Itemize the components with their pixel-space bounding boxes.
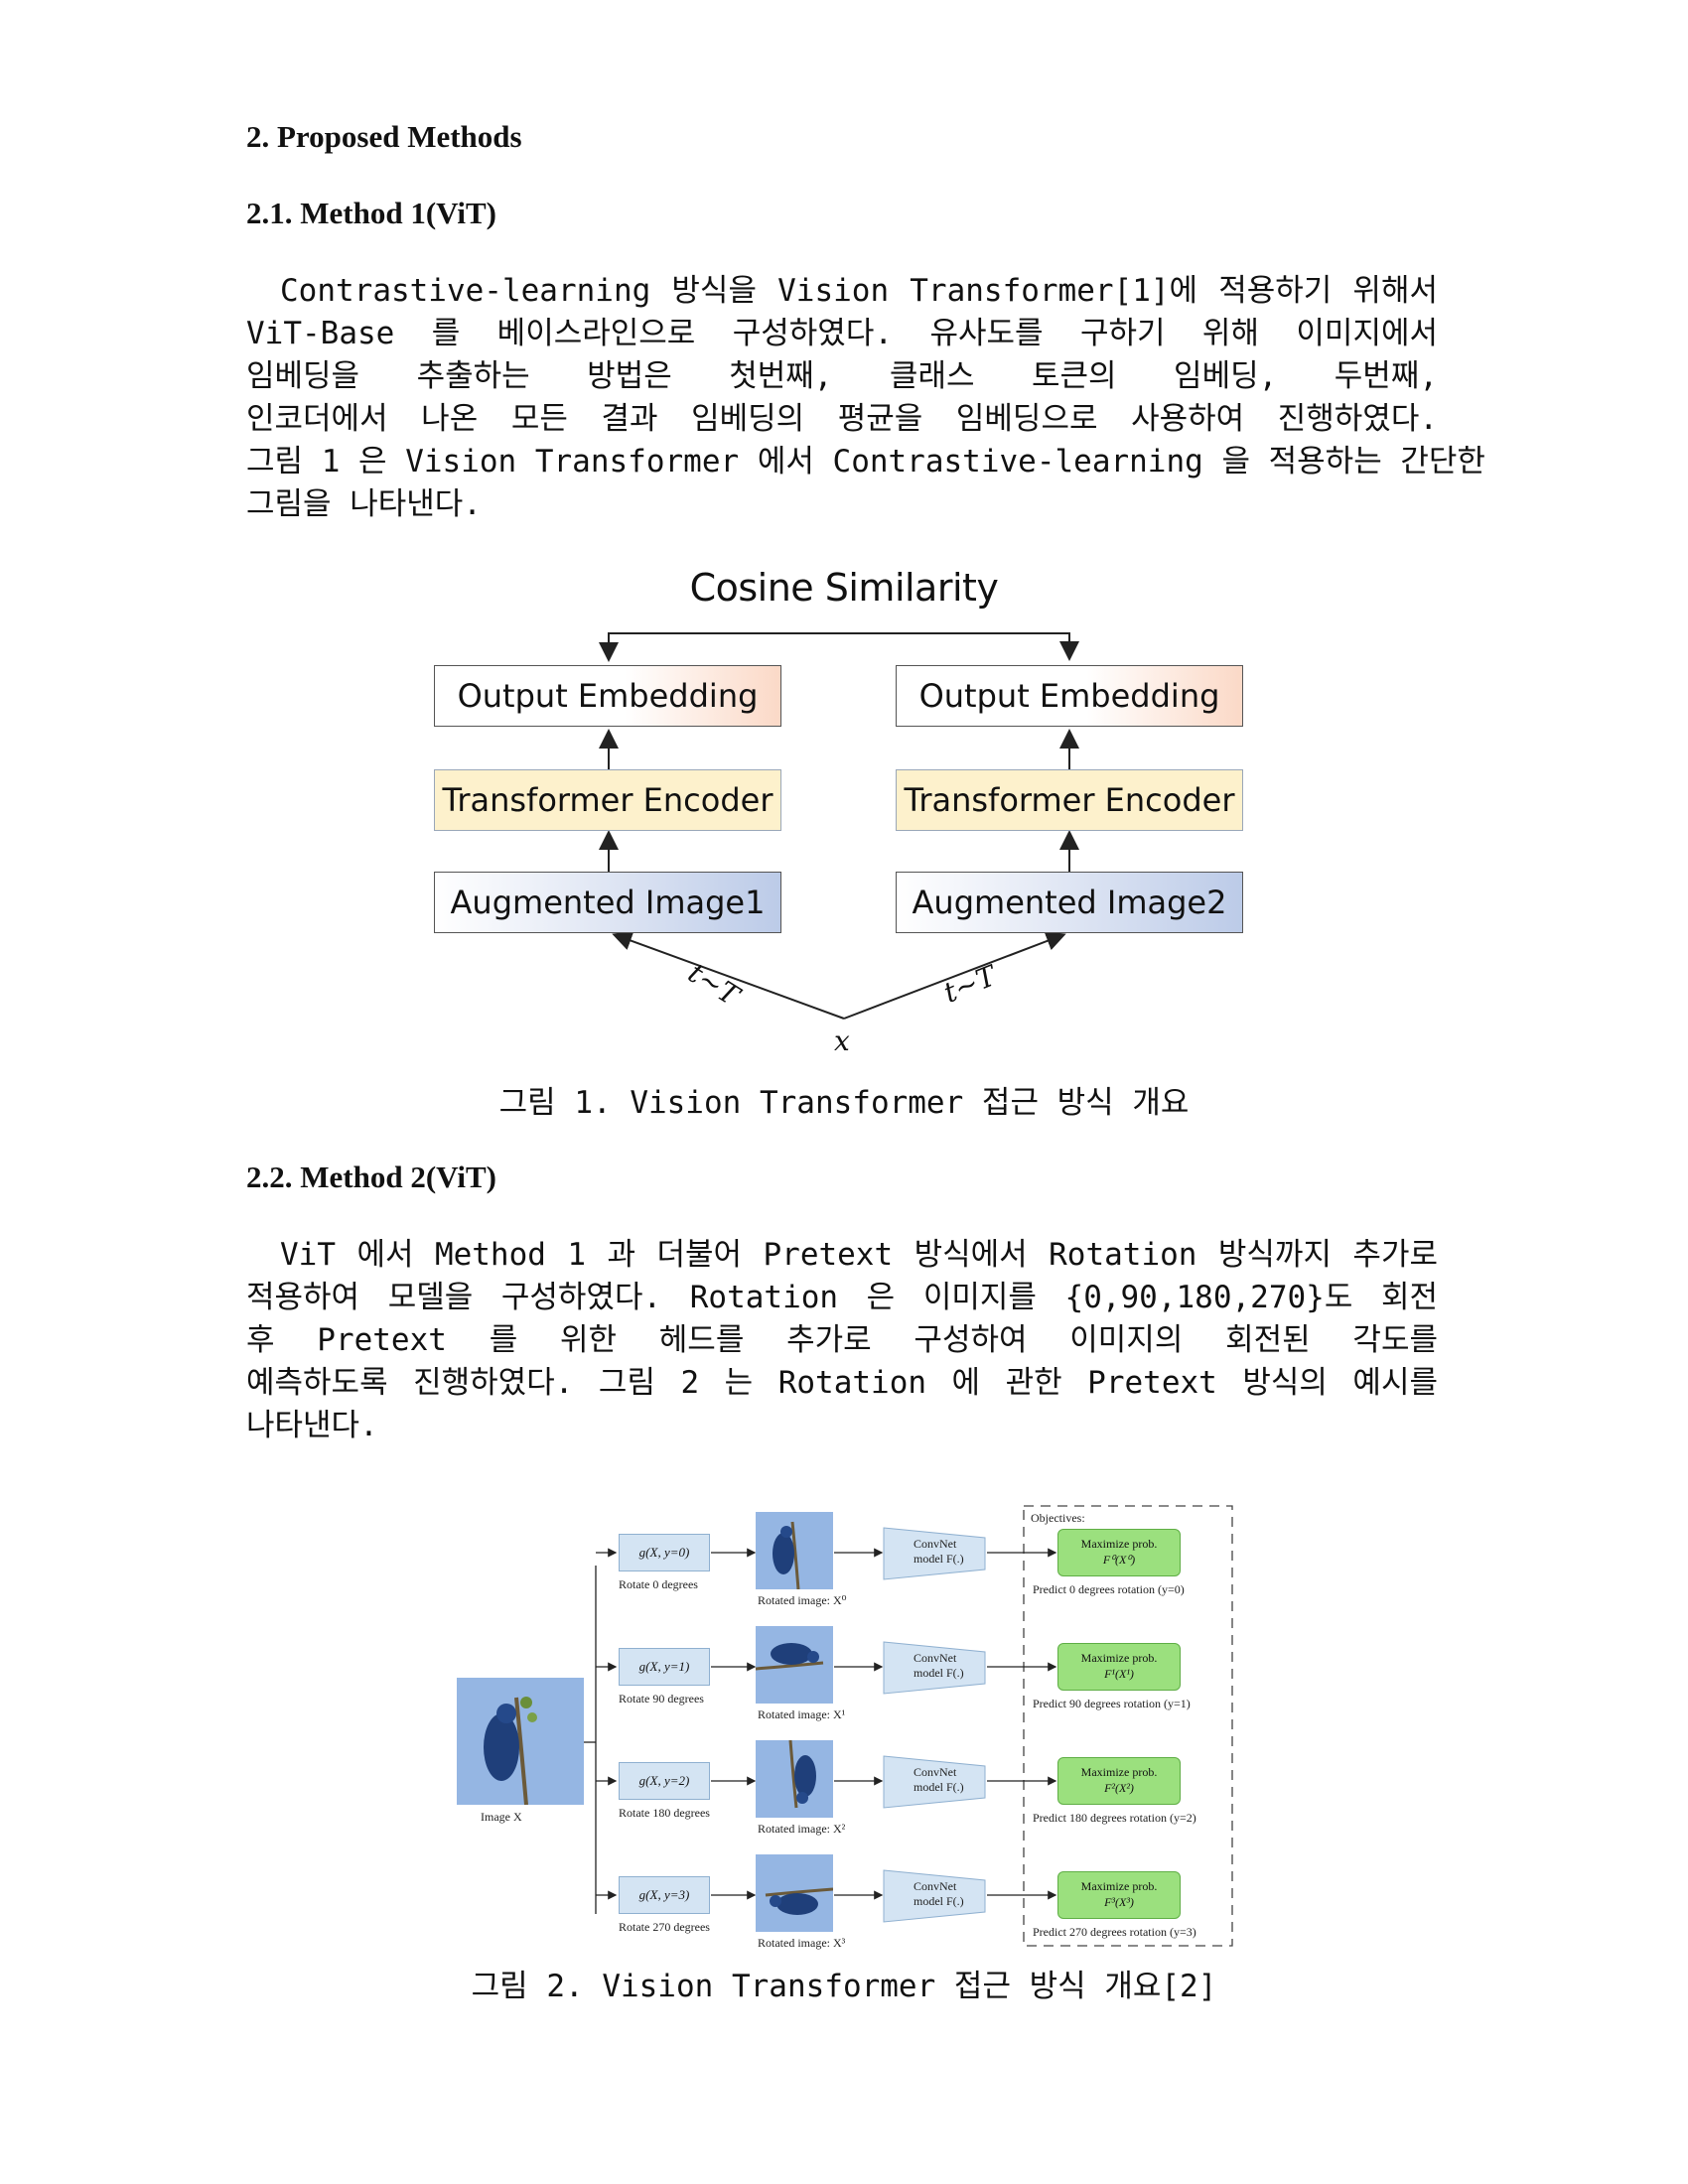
section-title: 2. Proposed Methods [246, 119, 522, 154]
predict-label: Predict 180 degrees rotation (y=2) [1033, 1811, 1196, 1825]
output-embedding-right: Output Embedding [896, 665, 1243, 727]
rotated-image-label: Rotated image: X³ [758, 1936, 846, 1950]
source-to-aug1 [612, 931, 845, 1020]
figure1-caption: 그림 1. Vision Transformer 접근 방식 개요 [498, 1085, 1190, 1121]
method1-line: 그림을 나타낸다. [246, 486, 482, 522]
source-to-aug2 [843, 931, 1066, 1020]
similarity-bracket [608, 632, 1079, 661]
bird-photo-icon [756, 1740, 833, 1818]
transformer-encoder-right: Transformer Encoder [896, 769, 1243, 831]
rotated-image [756, 1854, 833, 1932]
maximize-prob-box: Maximize prob. F¹(X¹) [1057, 1643, 1181, 1691]
rotate-label: Rotate 90 degrees [619, 1692, 704, 1706]
transformer-encoder-left: Transformer Encoder [434, 769, 781, 831]
output-embedding-left: Output Embedding [434, 665, 781, 727]
rotate-label: Rotate 270 degrees [619, 1920, 710, 1934]
predict-label: Predict 0 degrees rotation (y=0) [1033, 1582, 1185, 1596]
objectives-label: Objectives: [1031, 1511, 1085, 1525]
probability-expression: F⁰(X⁰) [1102, 1553, 1136, 1567]
method1-line: 임베딩을 추출하는 방법은 첫번째, 클래스 토큰의 임베딩, 두번째, [246, 358, 1438, 394]
probability-expression: F¹(X¹) [1104, 1667, 1134, 1681]
method2-line: 후 Pretext 를 위한 헤드를 추가로 구성하여 이미지의 회전된 각도를 [246, 1322, 1438, 1358]
maximize-prob-box: Maximize prob. F³(X³) [1057, 1871, 1181, 1919]
maximize-prob-label: Maximize prob. [1080, 1651, 1158, 1665]
maximize-prob-label: Maximize prob. [1080, 1537, 1158, 1551]
bird-photo-icon [756, 1854, 833, 1932]
bird-photo-icon [756, 1512, 833, 1589]
method2-paragraph: ViT 에서 Method 1 과 더불어 Pretext 방식에서 Rotat… [246, 1234, 1438, 1447]
method2-line: 적용하여 모델을 구성하였다. Rotation 은 이미지를 {0,90,18… [246, 1280, 1438, 1315]
figure2-connectors [584, 1505, 1233, 1947]
transform-g-box: g(X, y=0) [619, 1534, 710, 1571]
maximize-prob-box: Maximize prob. F²(X²) [1057, 1757, 1181, 1805]
bird-photo-icon [457, 1678, 584, 1805]
rotated-image-label: Rotated image: X¹ [758, 1707, 846, 1721]
objectives-region [1023, 1505, 1233, 1947]
convnet-model-label: ConvNet model F(.) [914, 1537, 964, 1566]
rotated-image [756, 1512, 833, 1589]
method1-line: Contrastive-learning 방식을 Vision Transfor… [280, 273, 1438, 309]
convnet-model-label: ConvNet model F(.) [914, 1651, 964, 1680]
figure1-connectors [599, 632, 1079, 1020]
source-variable: x [834, 1024, 850, 1057]
maximize-prob-label: Maximize prob. [1080, 1765, 1158, 1779]
method1-title: 2.1. Method 1(ViT) [246, 196, 496, 230]
method1-line: 그림 1 은 Vision Transformer 에서 Contrastive… [246, 444, 1485, 479]
method2-line: 예측하도록 진행하였다. 그림 2 는 Rotation 에 관한 Pretex… [246, 1365, 1438, 1401]
transform-g-box: g(X, y=3) [619, 1876, 710, 1914]
rotate-label: Rotate 180 degrees [619, 1806, 710, 1820]
figure2-caption: 그림 2. Vision Transformer 접근 방식 개요[2] [471, 1969, 1217, 2004]
method1-line: ViT-Base 를 베이스라인으로 구성하였다. 유사도를 구하기 위해 이미… [246, 316, 1438, 351]
augmented-image2: Augmented Image2 [896, 872, 1243, 933]
transform-g-box: g(X, y=1) [619, 1648, 710, 1686]
probability-expression: F³(X³) [1104, 1895, 1134, 1909]
bird-photo-icon [756, 1626, 833, 1704]
input-image [457, 1678, 584, 1805]
convnet-model-shape [883, 1641, 986, 1695]
maximize-prob-box: Maximize prob. F⁰(X⁰) [1057, 1529, 1181, 1576]
predict-label: Predict 270 degrees rotation (y=3) [1033, 1925, 1196, 1939]
rotated-image-label: Rotated image: X⁰ [758, 1593, 847, 1607]
method2-line: ViT 에서 Method 1 과 더불어 Pretext 방식에서 Rotat… [280, 1237, 1438, 1273]
convnet-model-label: ConvNet model F(.) [914, 1879, 964, 1908]
method1-paragraph: Contrastive-learning 방식을 Vision Transfor… [246, 270, 1485, 526]
rotated-image-label: Rotated image: X² [758, 1822, 846, 1836]
figure1: Cosine Similarity Output Embedding Outpu… [427, 566, 1261, 1072]
convnet-model-shape [883, 1869, 986, 1923]
method1-line: 인코더에서 나온 모든 결과 임베딩의 평균을 임베딩으로 사용하여 진행하였다… [246, 401, 1438, 437]
transform-g-box: g(X, y=2) [619, 1762, 710, 1800]
figure2: Image X Objectives: g(X, y=0) Rotate 0 d… [457, 1494, 1241, 1956]
rotated-image [756, 1740, 833, 1818]
method2-title: 2.2. Method 2(ViT) [246, 1160, 496, 1194]
input-image-label: Image X [481, 1810, 522, 1824]
augmented-image1: Augmented Image1 [434, 872, 781, 933]
predict-label: Predict 90 degrees rotation (y=1) [1033, 1697, 1191, 1710]
probability-expression: F²(X²) [1104, 1781, 1134, 1795]
rotate-label: Rotate 0 degrees [619, 1577, 698, 1591]
method2-line: 나타낸다. [246, 1408, 378, 1443]
maximize-prob-label: Maximize prob. [1080, 1879, 1158, 1893]
convnet-model-label: ConvNet model F(.) [914, 1765, 964, 1794]
rotated-image [756, 1626, 833, 1704]
figure1-title: Cosine Similarity [689, 566, 999, 610]
convnet-model-shape [883, 1755, 986, 1809]
convnet-model-shape [883, 1527, 986, 1580]
